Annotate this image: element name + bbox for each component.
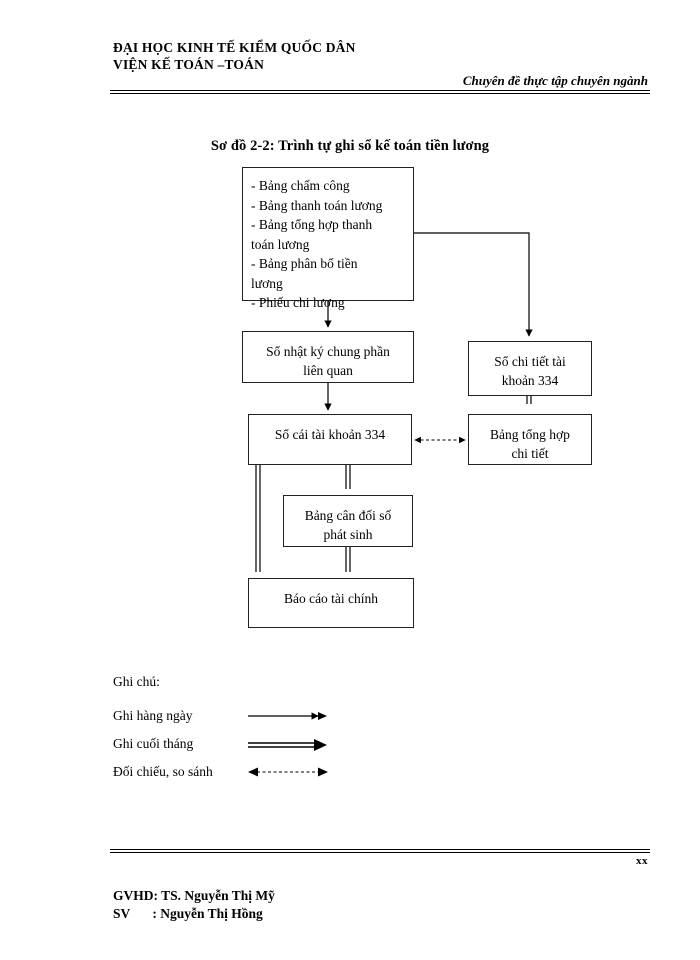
box-financial-report[interactable]: Báo cáo tài chính [248, 578, 414, 628]
box-line: Bảng cân đối số [304, 508, 392, 523]
double-arrow-icon [248, 739, 327, 751]
box-line: phát sinh [323, 527, 373, 542]
document-topic: Chuyên đề thực tập chuyên ngành [462, 73, 648, 88]
student-name: Nguyễn Thị Hồng [160, 906, 263, 921]
student-colon: : [152, 906, 157, 921]
document-line: - Bảng thanh toán lương [251, 197, 383, 213]
document-line: - Bảng chấm công [251, 178, 350, 193]
document-line: lương [251, 275, 283, 291]
connector-documents-to-detail-book [414, 232, 533, 337]
box-general-ledger-334[interactable]: Sổ cái tài khoản 334 [248, 414, 412, 465]
box-line: Báo cáo tài chính [283, 591, 379, 606]
advisor-label: GVHD: [113, 888, 158, 903]
box-line: Sổ cái tài khoản 334 [274, 427, 386, 442]
box-general-journal[interactable]: Sổ nhật ký chung phần liên quan [242, 331, 414, 383]
page-number: xx [636, 855, 648, 867]
box-line: Sổ chi tiết tài [494, 354, 566, 369]
box-trial-balance[interactable]: Bảng cân đối số phát sinh [283, 495, 413, 547]
document-line: - Phiếu chi lương [251, 295, 345, 310]
advisor-line: GVHD: TS. Nguyễn Thị Mỹ [113, 888, 275, 904]
document-line: - Bảng tổng hợp thanh [251, 217, 373, 232]
university-name: ĐẠI HỌC KINH TẾ KIỂM QUỐC DÂN [113, 40, 356, 55]
legend-label-compare: Đối chiếu, so sánh [113, 764, 213, 779]
document-line: - Bảng phân bổ tiền [251, 256, 358, 271]
footer-rule [110, 849, 650, 853]
box-source-documents[interactable]: - Bảng chấm công - Bảng thanh toán lương… [242, 167, 414, 310]
box-line: Sổ nhật ký chung phần [266, 344, 390, 359]
single-arrow-icon [248, 712, 327, 720]
box-line: khoản 334 [501, 373, 559, 388]
student-label: SV [113, 906, 131, 921]
box-line: chi tiết [511, 446, 549, 461]
box-detail-book-334[interactable]: Sổ chi tiết tài khoản 334 [468, 341, 592, 396]
box-detail-summary[interactable]: Bảng tổng hợp chi tiết [468, 414, 592, 465]
student-line: SV : Nguyễn Thị Hồng [113, 906, 263, 922]
header-rule [110, 90, 650, 94]
legend-title: Ghi chú: [113, 674, 160, 689]
advisor-name: TS. Nguyễn Thị Mỹ [161, 888, 275, 903]
box-line: Bảng tổng hợp [490, 427, 570, 442]
faculty-name: VIỆN KẾ TOÁN –TOÁN [113, 57, 265, 72]
dashed-bidirectional-arrow-icon [248, 767, 328, 777]
legend-label-monthly: Ghi cuối tháng [113, 736, 194, 751]
box-line: liên quan [303, 363, 353, 378]
document-line: toán lương [251, 236, 310, 252]
legend-label-daily: Ghi hàng ngày [113, 708, 193, 723]
diagram-title: Sơ đồ 2-2: Trình tự ghi sổ kế toán tiền … [210, 138, 490, 154]
